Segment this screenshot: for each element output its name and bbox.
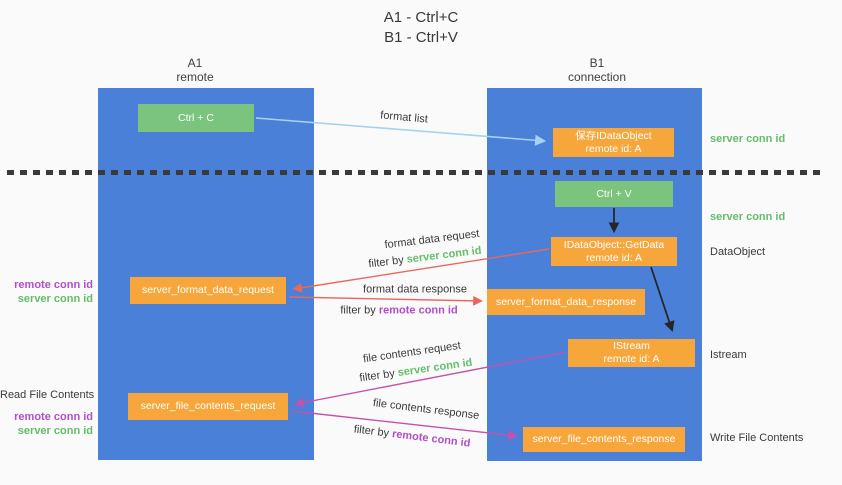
node-file-response-label: server_file_contents_response	[532, 433, 676, 445]
left-label-server-conn-id-top: server conn id	[17, 293, 93, 305]
title-line-paste: B1 - Ctrl+V	[384, 29, 458, 46]
lane-b1-subtitle: connection	[567, 70, 627, 84]
left-label-server-conn-id-bottom: server conn id	[17, 425, 93, 437]
right-label-server-conn-id-top: server conn id	[710, 133, 786, 145]
filter-by-text: filter by	[340, 304, 376, 317]
label-format-data-response-text: format data response	[363, 283, 467, 296]
filter-by-text: filter by	[367, 254, 405, 271]
right-label-server-conn-id-mid: server conn id	[710, 211, 786, 223]
lane-a1-subtitle: remote	[176, 70, 214, 84]
remote-conn-id-text: remote conn id	[378, 304, 458, 317]
label-filter-by-remote-conn-2: filter by remote conn id	[353, 423, 471, 450]
node-ctrl-c: Ctrl + C	[138, 104, 254, 132]
right-label-istream: Istream	[710, 349, 747, 361]
node-ctrl-v-label: Ctrl + V	[596, 187, 632, 200]
node-format-response-label: server_format_data_response	[495, 295, 637, 308]
node-server-file-contents-request: server_file_contents_request	[128, 393, 288, 420]
lane-header-a1: A1 remote	[145, 56, 245, 84]
left-label-read-file-contents: Read File Contents	[0, 389, 95, 401]
label-file-contents-response: file contents response	[372, 397, 480, 423]
node-idataobject-getdata: IDataObject::GetData remote id: A	[551, 237, 677, 266]
node-file-request-label: server_file_contents_request	[140, 400, 276, 412]
node-ctrl-c-label: Ctrl + C	[178, 111, 214, 124]
node-format-request-label: server_format_data_request	[142, 284, 274, 296]
right-label-write-file-contents: Write File Contents	[710, 432, 804, 444]
lane-a1-title: A1	[187, 56, 203, 70]
label-format-list-text: format list	[379, 109, 429, 126]
label-file-contents-response-text: file contents response	[372, 397, 480, 422]
lane-b1-title: B1	[589, 56, 605, 70]
title-line-copy: A1 - Ctrl+C	[383, 9, 459, 26]
node-save-idataobject-line2: remote id: A	[585, 142, 642, 155]
node-getdata-line2: remote id: A	[585, 251, 643, 264]
diagram-title: A1 - Ctrl+C B1 - Ctrl+V	[0, 8, 842, 48]
node-getdata-line1: IDataObject::GetData	[563, 238, 665, 251]
dotted-separator-line	[7, 170, 824, 175]
right-label-dataobject: DataObject	[710, 246, 766, 258]
left-label-remote-conn-id-bottom: remote conn id	[14, 411, 93, 423]
node-save-idataobject-line1: 保存IDataObject	[575, 129, 652, 142]
filter-by-text: filter by	[353, 423, 390, 440]
label-format-data-response: format data response	[363, 284, 467, 297]
remote-conn-id-text: remote conn id	[391, 428, 472, 450]
filter-by-text: filter by	[358, 367, 396, 385]
label-format-list: format list	[380, 109, 429, 126]
left-label-remote-conn-id-top: remote conn id	[14, 279, 93, 291]
node-server-file-contents-response: server_file_contents_response	[523, 427, 685, 452]
node-save-idataobject: 保存IDataObject remote id: A	[553, 128, 674, 157]
label-filter-by-remote-conn-1: filter by remote conn id	[340, 305, 457, 318]
lane-header-b1: B1 connection	[547, 56, 647, 84]
node-server-format-data-request: server_format_data_request	[130, 277, 286, 304]
node-istream: IStream remote id: A	[568, 339, 695, 367]
arrow-format-data-response	[288, 295, 483, 306]
node-server-format-data-response: server_format_data_response	[487, 289, 645, 315]
node-ctrl-v: Ctrl + V	[555, 181, 673, 207]
node-istream-line1: IStream	[613, 340, 650, 352]
node-istream-line2: remote id: A	[603, 353, 660, 365]
